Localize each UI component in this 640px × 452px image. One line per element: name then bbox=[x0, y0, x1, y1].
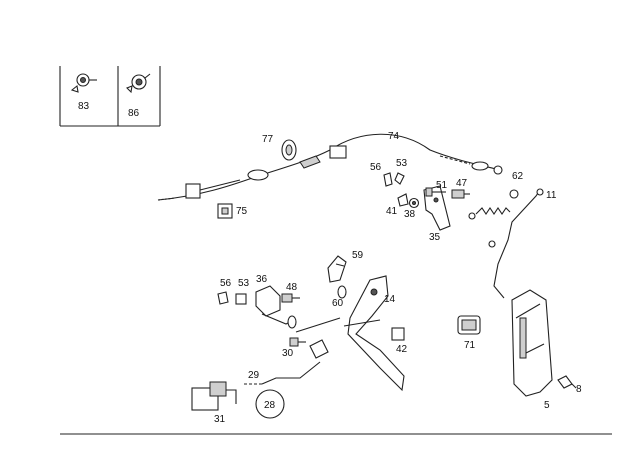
clip-56-upper-icon bbox=[383, 172, 393, 187]
callout-53-lower: 53 bbox=[238, 278, 250, 289]
callout-56-upper: 56 bbox=[370, 162, 382, 173]
grommet-77-icon bbox=[281, 139, 297, 161]
callout-42: 42 bbox=[396, 344, 408, 355]
callout-51: 51 bbox=[436, 180, 448, 191]
bolt-30-icon bbox=[289, 337, 306, 347]
callout-36: 36 bbox=[256, 274, 268, 285]
spring-62-icon bbox=[468, 189, 519, 220]
washer-38-icon bbox=[408, 197, 420, 209]
accelerator-pedal-5-icon bbox=[511, 289, 553, 397]
callout-29: 29 bbox=[248, 370, 260, 381]
bracket-35-icon bbox=[423, 185, 451, 231]
callout-14: 14 bbox=[384, 294, 396, 305]
callout-75: 75 bbox=[236, 206, 248, 217]
callout-56-lower: 56 bbox=[220, 278, 232, 289]
cable-end-bracket-icon bbox=[185, 183, 201, 199]
washer-53-lower-icon bbox=[235, 293, 247, 305]
clip-56-lower-icon bbox=[217, 291, 229, 305]
clip-42-icon bbox=[391, 327, 405, 341]
bearing-block-36-icon bbox=[255, 285, 297, 329]
clip-75-icon bbox=[217, 203, 233, 219]
clip-8-icon bbox=[557, 375, 577, 389]
callout-86: 86 bbox=[128, 108, 140, 119]
callout-59: 59 bbox=[352, 250, 364, 261]
bushing-60-icon bbox=[337, 285, 347, 299]
pedal-lever-14-icon bbox=[343, 275, 405, 392]
callout-28: 28 bbox=[264, 400, 276, 411]
connector-28-icon bbox=[255, 389, 285, 419]
cable-74 bbox=[157, 133, 503, 201]
legend-box bbox=[59, 66, 161, 127]
callout-35: 35 bbox=[429, 232, 441, 243]
callout-71: 71 bbox=[464, 340, 476, 351]
cable-sleeve-icon bbox=[247, 169, 269, 181]
callout-8: 8 bbox=[576, 384, 582, 395]
switch-bracket-icon bbox=[309, 339, 329, 359]
callout-30: 30 bbox=[282, 348, 294, 359]
callout-47: 47 bbox=[456, 178, 468, 189]
nut-47-icon bbox=[451, 189, 470, 199]
callout-77: 77 bbox=[262, 134, 274, 145]
link-rod-icon bbox=[295, 317, 341, 333]
callout-41: 41 bbox=[386, 206, 398, 217]
cable-adjuster-icon bbox=[329, 145, 347, 159]
callout-60: 60 bbox=[332, 298, 344, 309]
callout-5: 5 bbox=[544, 400, 550, 411]
callout-38: 38 bbox=[404, 209, 416, 220]
clip-83-icon bbox=[70, 73, 97, 93]
relay-31-icon bbox=[191, 381, 237, 411]
sensor-71-icon bbox=[457, 315, 481, 335]
callout-11: 11 bbox=[546, 190, 557, 201]
callout-53-upper: 53 bbox=[396, 158, 408, 169]
clip-41-icon bbox=[397, 193, 409, 207]
wire-29-icon bbox=[244, 361, 321, 385]
callout-83: 83 bbox=[78, 101, 90, 112]
callout-31: 31 bbox=[214, 414, 226, 425]
callout-74: 74 bbox=[388, 131, 400, 142]
bolt-48-icon bbox=[281, 293, 300, 303]
washer-53-upper-icon bbox=[394, 172, 405, 185]
callout-48: 48 bbox=[286, 282, 298, 293]
callout-62: 62 bbox=[512, 171, 524, 182]
clip-86-icon bbox=[126, 73, 151, 94]
bolt-51-icon bbox=[425, 187, 446, 197]
rod-11-icon bbox=[488, 188, 544, 299]
bracket-59-icon bbox=[327, 255, 347, 283]
